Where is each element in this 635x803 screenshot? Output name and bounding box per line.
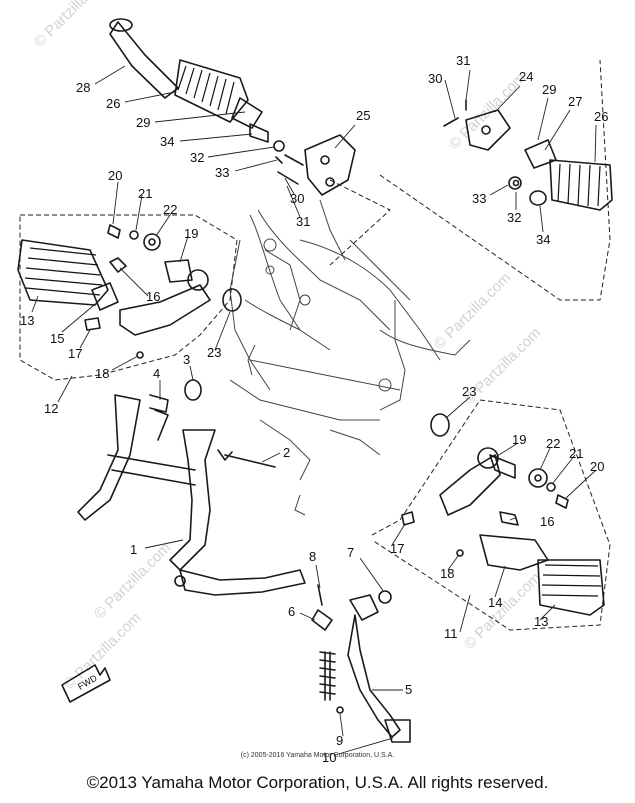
callout-number: 18: [440, 566, 454, 581]
callout-number: 17: [68, 346, 82, 361]
callout-number: 27: [568, 94, 582, 109]
callout-number: 4: [153, 366, 160, 381]
callout-number: 12: [44, 401, 58, 416]
callout-number: 28: [76, 80, 90, 95]
center-stand: [77, 394, 306, 596]
callout-number: 23: [207, 345, 221, 360]
copyright-footer: ©2013 Yamaha Motor Corporation, U.S.A. A…: [86, 773, 549, 792]
watermark: © Partzilla.com: [446, 69, 529, 152]
callout-number: 23: [462, 384, 476, 399]
side-stand: [311, 584, 411, 743]
footrest-front-right: [401, 413, 605, 616]
callout-number: 29: [136, 115, 150, 130]
stand-collar-3: [184, 379, 202, 401]
callout-number: 19: [512, 432, 526, 447]
callout-number: 30: [428, 71, 442, 86]
callout-number: 17: [390, 541, 404, 556]
callout-number: 25: [356, 108, 370, 123]
callout-number: 22: [546, 436, 560, 451]
callout-number: 7: [347, 545, 354, 560]
watermark: © Partzilla.com: [431, 269, 514, 352]
footrest-bracket-25: [284, 134, 356, 196]
footrest-rear-right: [443, 99, 613, 211]
callout-number: 1: [130, 542, 137, 557]
callout-number: 8: [309, 549, 316, 564]
callout-number: 30: [290, 191, 304, 206]
callout-number: 32: [507, 210, 521, 225]
callout-number: 9: [336, 733, 343, 748]
callout-number: 13: [534, 614, 548, 629]
callout-number: 5: [405, 682, 412, 697]
callout-number: 31: [456, 53, 470, 68]
callout-number: 21: [138, 186, 152, 201]
small-copyright-line: (c) 2005-2016 Yamaha Motor Corporation, …: [240, 752, 395, 759]
callout-number: 31: [296, 214, 310, 229]
callout-number: 16: [146, 289, 160, 304]
callout-number: 2: [283, 445, 290, 460]
callout-number: 3: [183, 352, 190, 367]
callout-number: 16: [540, 514, 554, 529]
callout-number: 21: [569, 446, 583, 461]
callout-numbers: 28 26 29 34 32 33 30 31 25 30 31 24 29 2…: [20, 53, 608, 765]
watermark: © Partzilla.com: [31, 0, 114, 51]
callout-number: 13: [20, 313, 34, 328]
callout-number: 22: [163, 202, 177, 217]
callout-number: 33: [472, 191, 486, 206]
group-outlines: [19, 59, 611, 631]
footrest-rear-left: [109, 18, 269, 143]
callout-number: 18: [95, 366, 109, 381]
callout-number: 32: [190, 150, 204, 165]
callout-number: 24: [519, 69, 533, 84]
leader-lines: [31, 65, 597, 756]
motorcycle-frame: [229, 199, 471, 516]
washer-nut-small-upper: [273, 140, 299, 185]
callout-number: 19: [184, 226, 198, 241]
callout-number: 20: [108, 168, 122, 183]
callout-number: 20: [590, 459, 604, 474]
callout-number: 33: [215, 165, 229, 180]
callout-number: 34: [160, 134, 174, 149]
watermark: © Partzilla.com: [461, 569, 544, 652]
callout-number: 29: [542, 82, 556, 97]
callout-number: 26: [594, 109, 608, 124]
callout-number: 10: [322, 750, 336, 765]
footrest-front-left: [17, 224, 242, 359]
callout-number: 26: [106, 96, 120, 111]
callout-number: 14: [488, 595, 502, 610]
callout-number: 11: [444, 626, 458, 641]
callout-number: 15: [50, 331, 64, 346]
callout-number: 34: [536, 232, 550, 247]
callout-number: 6: [288, 604, 295, 619]
